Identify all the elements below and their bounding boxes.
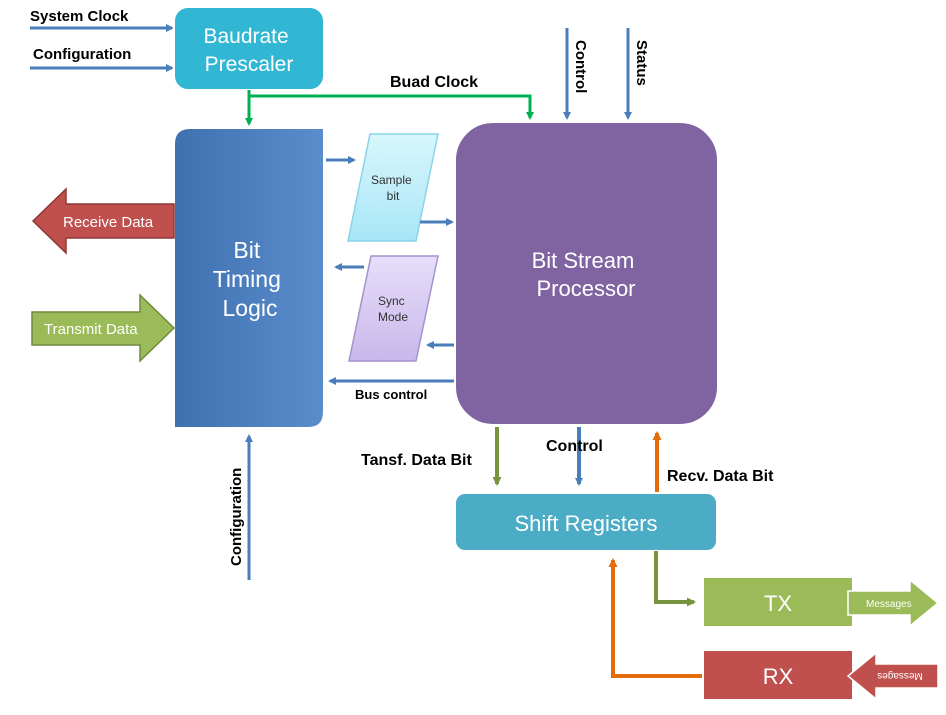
- receive-data-label: Receive Data: [63, 214, 154, 231]
- rx-block: [702, 649, 854, 701]
- bit-timing-logic-label: Bit Timing Logic: [213, 237, 288, 321]
- control-mid-label: Control: [546, 438, 603, 455]
- configuration-bottom-label: Configuration: [228, 468, 245, 566]
- rx-label: RX: [763, 664, 794, 689]
- transmit-data-arrow: [31, 293, 176, 363]
- transmit-data-label: Transmit Data: [44, 321, 138, 338]
- receive-data-arrow: [31, 187, 175, 255]
- bus-control-label: Bus control: [355, 387, 427, 402]
- sample-bit-block: [347, 133, 439, 242]
- baudrate-prescaler-label: Baudrate Prescaler: [203, 25, 294, 76]
- sync-mode-label: Sync Mode: [378, 294, 408, 324]
- control-top-label: Control: [572, 40, 589, 93]
- messages-in-label: Messages: [877, 670, 923, 681]
- messages-out-arrow: [847, 578, 940, 628]
- rx-to-shift-arrow: [608, 558, 703, 678]
- shift-registers-label: Shift Registers: [514, 511, 657, 536]
- buad-clock-label: Buad Clock: [390, 74, 478, 91]
- tx-label: TX: [764, 591, 792, 616]
- bit-stream-processor-block: [454, 121, 719, 426]
- sample-bit-label: Sample bit: [371, 173, 415, 203]
- tansf-data-bit-label: Tansf. Data Bit: [361, 452, 473, 469]
- shift-to-tx-arrow: [654, 551, 696, 607]
- status-top-label: Status: [633, 40, 650, 86]
- sync-mode-block: [348, 255, 439, 362]
- buad-clock-arrow-to-processor: [249, 94, 534, 120]
- system-clock-label: System Clock: [30, 8, 129, 25]
- baudrate-prescaler-block: [173, 6, 325, 91]
- shift-registers-block: [454, 492, 718, 552]
- bit-stream-processor-label: Bit Stream Processor: [532, 248, 641, 301]
- messages-in-arrow: [846, 651, 939, 701]
- recv-data-bit-label: Recv. Data Bit: [667, 468, 774, 485]
- messages-out-label: Messages: [866, 599, 912, 610]
- bit-timing-logic-block: [173, 127, 325, 429]
- tx-block: [702, 576, 854, 628]
- configuration-top-label: Configuration: [33, 46, 131, 63]
